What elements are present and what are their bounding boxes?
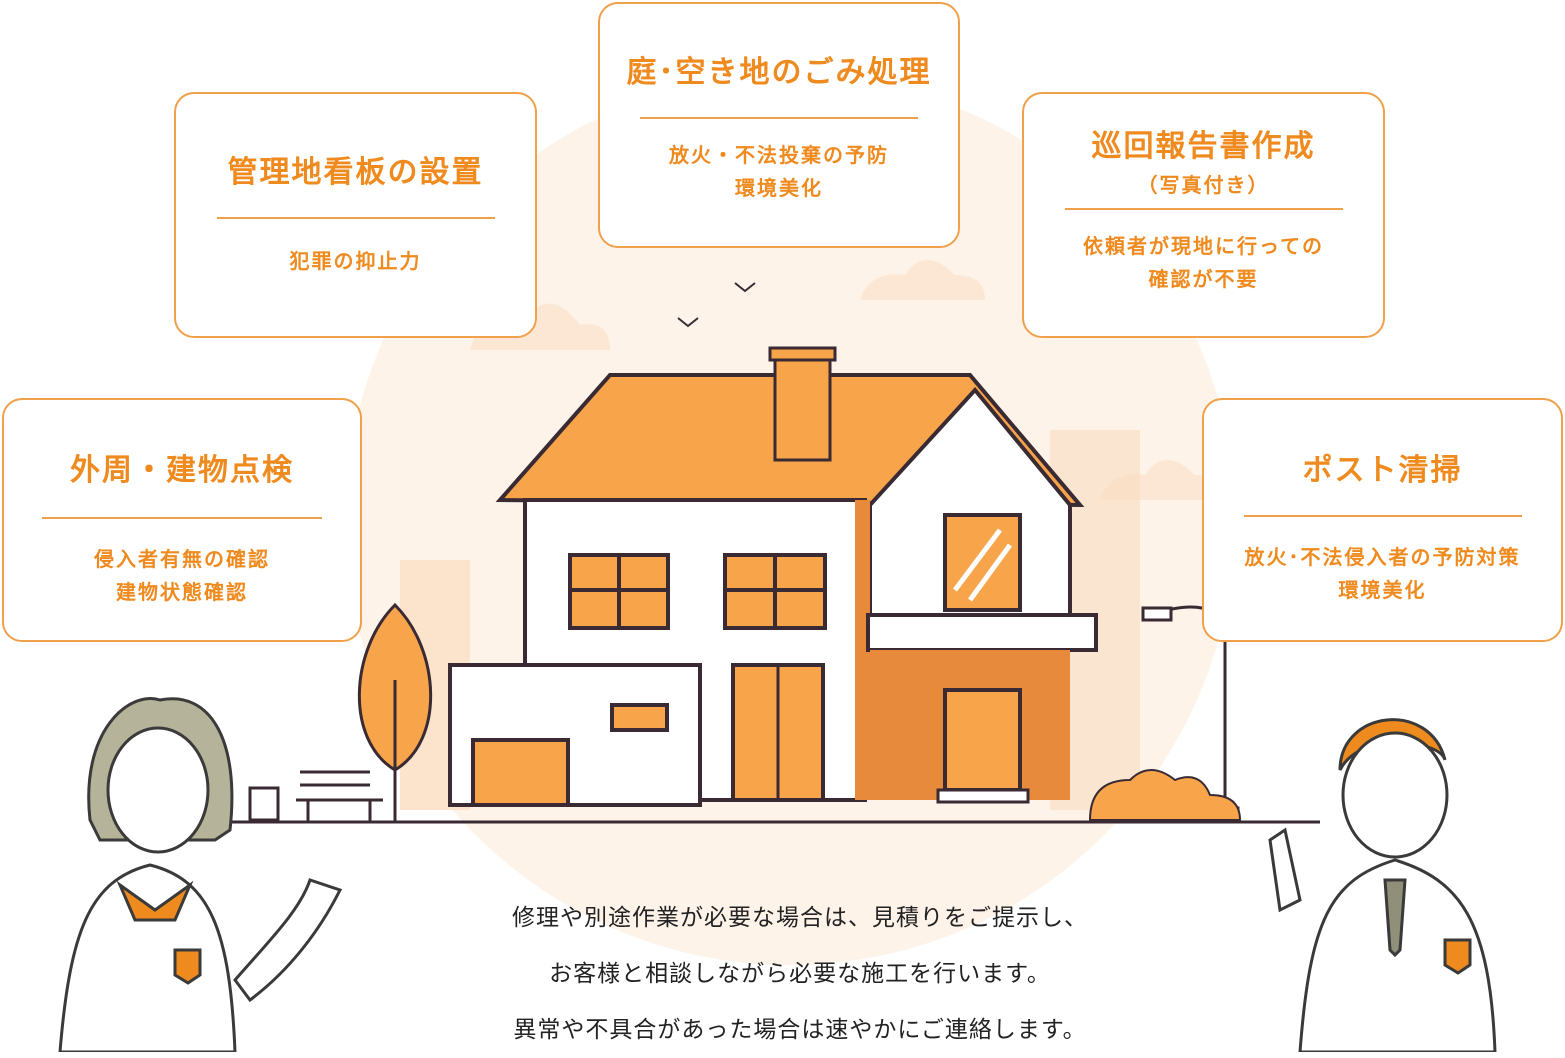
card-inspection: 外周・建物点検 侵入者有無の確認 建物状態確認	[2, 398, 362, 642]
bench	[296, 770, 383, 822]
bottom-message: 修理や別途作業が必要な場合は、見積りをご提示し、 お客様と相談しながら必要な施工…	[410, 890, 1190, 1058]
card-title: 外周・建物点検	[70, 453, 294, 488]
card-garbage: 庭･空き地のごみ処理 放火・不法投棄の予防 環境美化	[598, 2, 960, 248]
card-desc: 侵入者有無の確認 建物状態確認	[94, 546, 270, 604]
window	[568, 513, 1022, 630]
card-desc: 犯罪の抑止力	[289, 248, 422, 273]
bird-icon	[734, 282, 756, 293]
message-line: お客様と相談しながら必要な施工を行います。	[549, 961, 1051, 987]
balcony	[866, 613, 1098, 652]
divider	[1064, 207, 1343, 210]
message-line: 異常や不具合があった場合は速やかにご連絡します。	[513, 1017, 1087, 1043]
card-signboard: 管理地看板の設置 犯罪の抑止力	[174, 92, 537, 338]
divider	[216, 216, 495, 219]
card-subtitle: （写真付き）	[1137, 172, 1270, 197]
divider	[1243, 514, 1522, 517]
card-title: 巡回報告書作成	[1091, 129, 1316, 164]
card-mailbox: ポスト清掃 放火･不法侵入者の予防対策 環境美化	[1202, 398, 1563, 642]
card-desc: 放火・不法投棄の予防 環境美化	[669, 142, 889, 200]
bird-icon	[677, 317, 699, 328]
card-title: ポスト清掃	[1302, 453, 1463, 488]
divider	[640, 116, 918, 119]
card-desc: 放火･不法侵入者の予防対策 環境美化	[1244, 544, 1521, 602]
divider	[42, 516, 322, 519]
bush	[1088, 769, 1242, 821]
man-character	[1268, 718, 1497, 1052]
card-title: 管理地看板の設置	[227, 155, 484, 190]
woman-character	[58, 697, 343, 1052]
card-title: 庭･空き地のごみ処理	[626, 55, 932, 90]
cloud-right	[860, 260, 985, 300]
trash-can	[248, 786, 280, 822]
entrance-door	[943, 688, 1022, 792]
card-report: 巡回報告書作成 （写真付き） 依頼者が現地に行っての 確認が不要	[1022, 92, 1385, 338]
message-line: 修理や別途作業が必要な場合は、見積りをご提示し、	[512, 905, 1088, 931]
chimney	[773, 353, 832, 462]
card-desc: 依頼者が現地に行っての 確認が不要	[1083, 233, 1324, 291]
cloud-left	[470, 303, 610, 350]
